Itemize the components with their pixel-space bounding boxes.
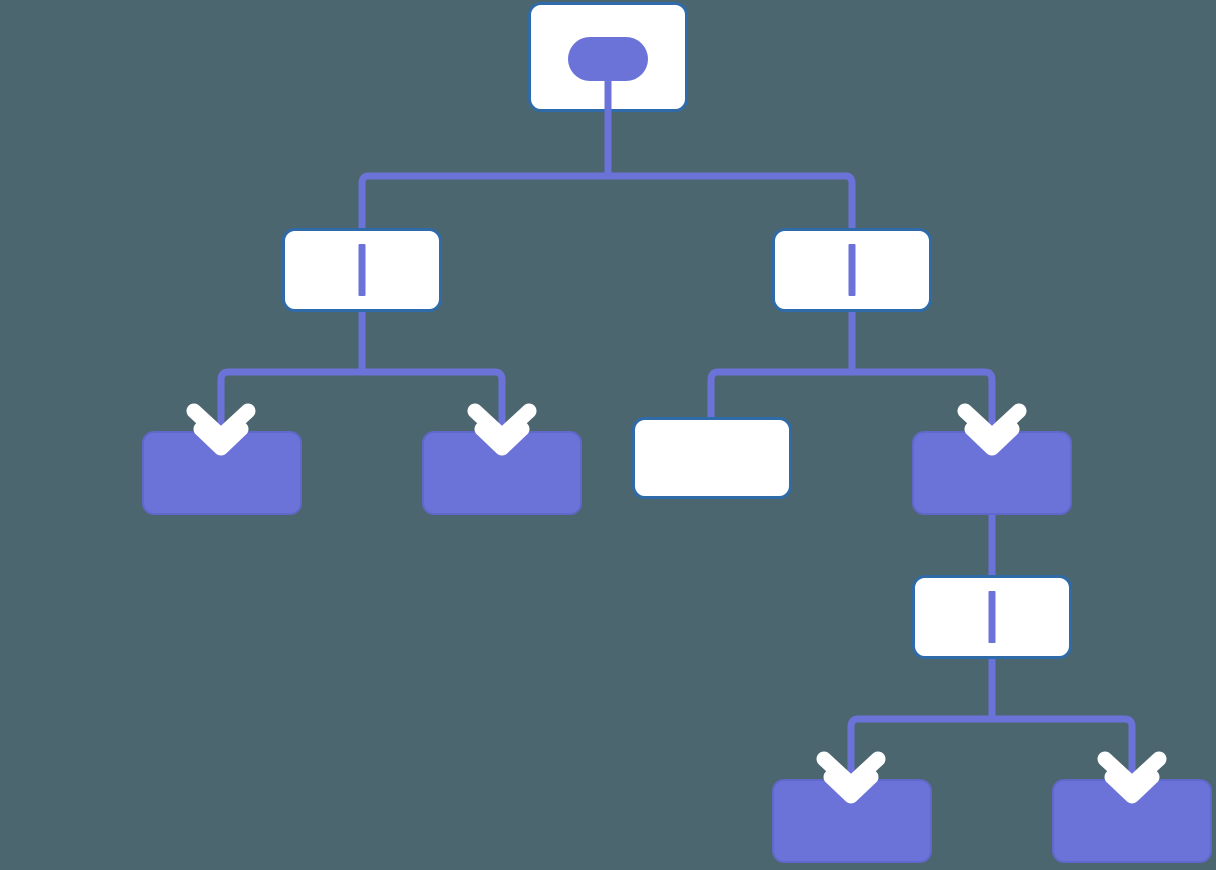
node-level4[interactable]	[912, 575, 1072, 659]
node-level5-b[interactable]	[1052, 779, 1212, 863]
node-level2-left[interactable]	[282, 228, 442, 312]
edge-l2b-to-l3c	[707, 368, 852, 420]
edge-root-to-l2b	[608, 172, 856, 240]
node-level2-right[interactable]	[772, 228, 932, 312]
node-level3-c[interactable]	[632, 417, 792, 499]
node-inner-line	[848, 244, 856, 296]
node-inner-line	[988, 591, 996, 643]
edge-l4-to-l5b	[992, 715, 1136, 793]
edge-l2a-to-l3a	[217, 368, 362, 446]
edge-l2b-to-l3d	[852, 368, 996, 446]
node-level3-b[interactable]	[422, 431, 582, 515]
node-root[interactable]	[528, 2, 688, 113]
root-stem-shape	[604, 77, 612, 113]
node-inner-line	[358, 244, 366, 296]
edge-l4-to-l5a	[847, 715, 992, 793]
node-level3-a[interactable]	[142, 431, 302, 515]
root-pill-shape	[568, 37, 648, 81]
node-level3-d[interactable]	[912, 431, 1072, 515]
edge-l2a-to-l3b	[362, 368, 506, 446]
node-level5-a[interactable]	[772, 779, 932, 863]
edge-root-to-l2a	[358, 172, 608, 240]
